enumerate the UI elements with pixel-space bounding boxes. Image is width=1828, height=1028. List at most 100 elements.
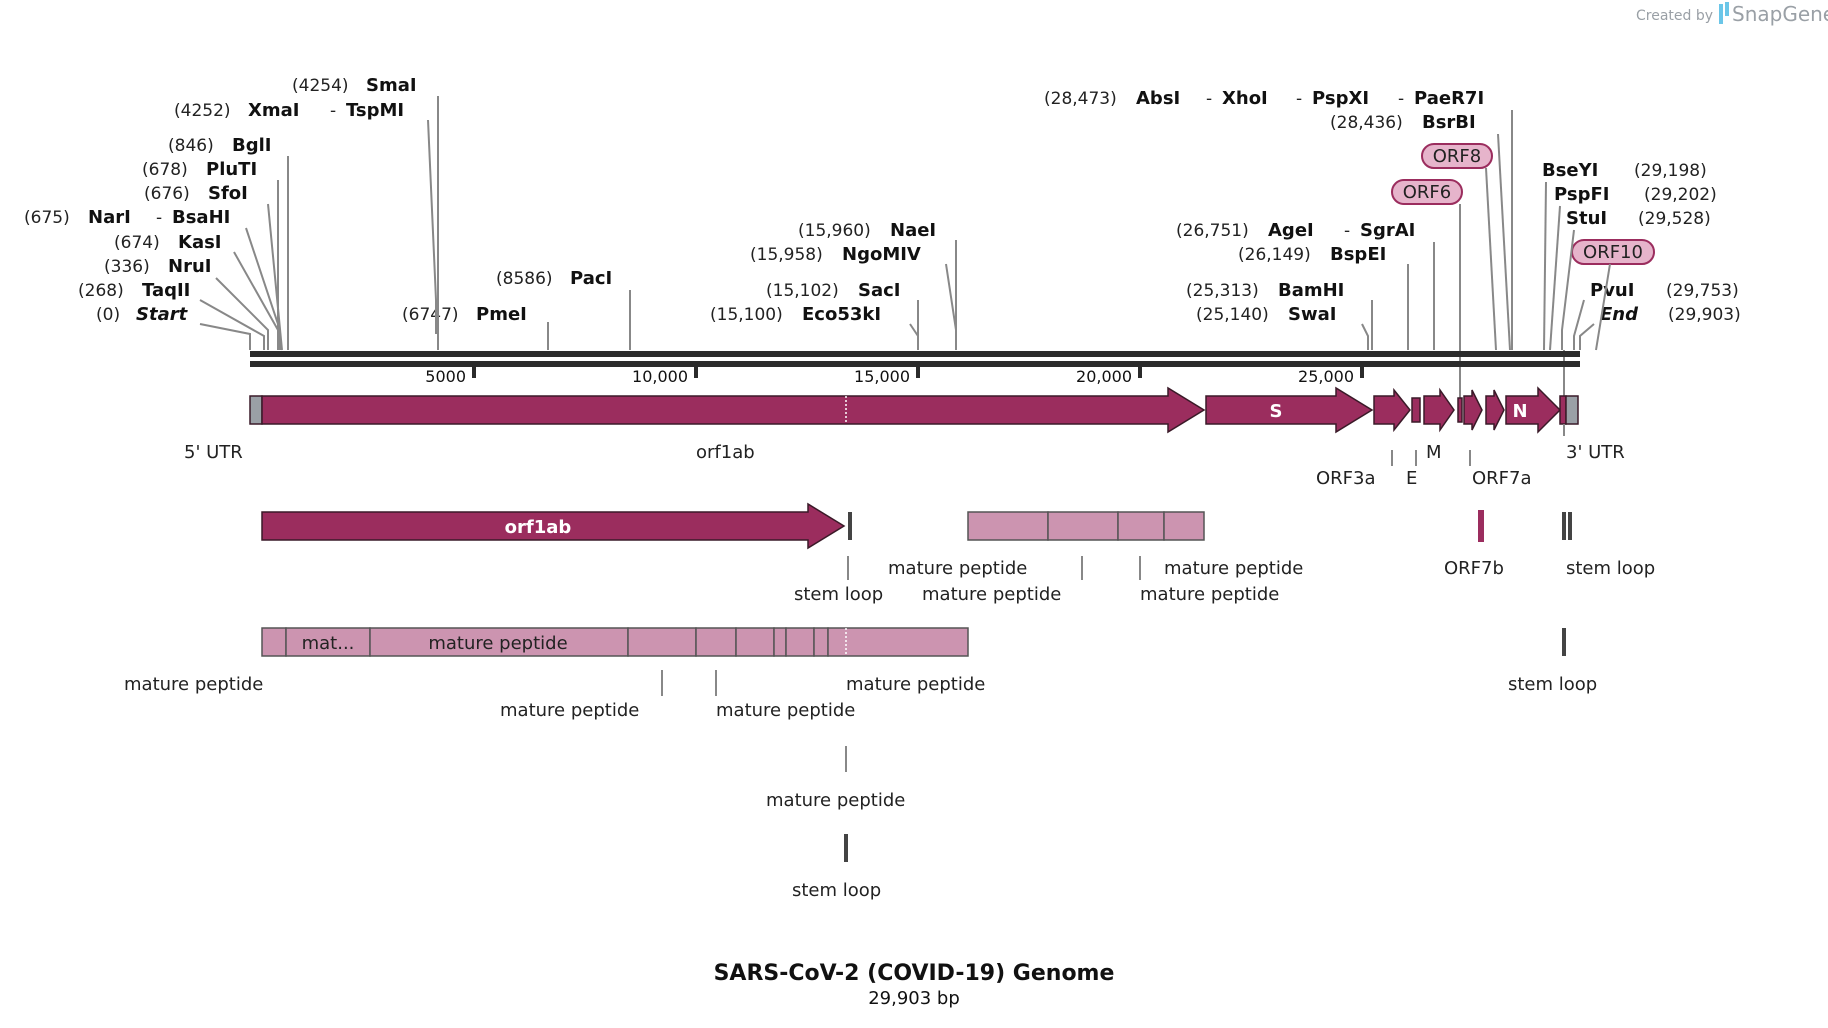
site-label-swai[interactable]: (25,140) SwaI [1196, 304, 1336, 325]
stem-loop-marker-2[interactable] [1562, 512, 1566, 540]
mature-peptide-block[interactable] [967, 511, 1049, 541]
orf10-tag[interactable]: ORF10 [1571, 239, 1655, 265]
stem-loop-marker-1[interactable] [848, 512, 852, 540]
site-label-paci[interactable]: (8586) PacI [496, 268, 612, 289]
svg-text:PaeR7I: PaeR7I [1414, 88, 1484, 109]
svg-text:AbsI: AbsI [1136, 88, 1180, 109]
mature-peptide-block[interactable] [735, 627, 775, 657]
svg-text:BglI: BglI [232, 135, 271, 156]
svg-text:TaqII: TaqII [142, 280, 190, 301]
orf1ab-inner-label: orf1ab [505, 517, 572, 538]
site-label-bgli[interactable]: (846) BglI [168, 135, 271, 156]
orf3a-arrow[interactable] [1373, 387, 1411, 433]
svg-text:ORF10: ORF10 [1583, 242, 1643, 263]
stem-loop-marker-4[interactable] [1562, 628, 1566, 656]
stem-loop-marker-5[interactable] [844, 834, 848, 862]
middle-site-connectors [909, 240, 957, 350]
svg-text:(28,436): (28,436) [1330, 113, 1403, 133]
mature-peptide-block[interactable] [627, 627, 697, 657]
site-label-bamhi[interactable]: (25,313) BamHI [1186, 280, 1344, 301]
site-label-nrui[interactable]: (336) NruI [104, 256, 211, 277]
site-label-pspfi[interactable]: PspFI (29,202) [1554, 184, 1717, 205]
site-label-ngomiv[interactable]: (15,958) NgoMIV [750, 244, 921, 265]
orf6-tag[interactable]: ORF6 [1391, 179, 1463, 205]
mature-peptide-label: mature peptide [1140, 584, 1279, 605]
site-label-bspei[interactable]: (26,149) BspEI [1238, 244, 1386, 265]
mature-peptide-block[interactable] [695, 627, 737, 657]
svg-text:-: - [1398, 89, 1404, 109]
mature-peptide-block[interactable] [1117, 511, 1165, 541]
orf7a-arrow[interactable] [1463, 389, 1483, 431]
orf7b-block[interactable] [1478, 510, 1484, 542]
site-label-pmei[interactable]: (6747) PmeI [402, 304, 527, 325]
n-gene-arrow[interactable] [1505, 386, 1562, 434]
orf8-tag[interactable]: ORF8 [1421, 143, 1493, 169]
mature-peptide-block[interactable] [1047, 511, 1119, 541]
svg-text:(15,102): (15,102) [766, 281, 839, 301]
svg-text:-: - [1206, 89, 1212, 109]
orf6-block[interactable] [1457, 397, 1463, 423]
site-label-absi[interactable]: (28,473) AbsI - XhoI - PspXI - PaeR7I [1044, 88, 1484, 109]
svg-text:TspMI: TspMI [346, 100, 404, 121]
svg-text:BamHI: BamHI [1278, 280, 1344, 301]
mature-peptide-block[interactable] [785, 627, 815, 657]
utr3-block[interactable] [1565, 395, 1579, 425]
mature-peptide-block[interactable] [369, 627, 629, 657]
map-title: SARS-CoV-2 (COVID-19) Genome [714, 961, 1115, 986]
mature-peptide-block[interactable] [773, 627, 787, 657]
site-label-bseyi[interactable]: BseYI (29,198) [1542, 160, 1707, 181]
mature-peptide-label: mature peptide [500, 700, 639, 721]
stem-loop-label: stem loop [1508, 674, 1597, 695]
m-gene-arrow[interactable] [1423, 387, 1455, 433]
svg-text:-: - [156, 208, 162, 228]
orf1ab-inner-arrow[interactable] [261, 502, 846, 550]
svg-text:BsaHI: BsaHI [172, 207, 230, 228]
stem-loop-marker-3[interactable] [1568, 512, 1572, 540]
utr5-block[interactable] [249, 395, 263, 425]
svg-text:-: - [330, 101, 336, 121]
site-label-stui[interactable]: StuI (29,528) [1566, 208, 1711, 229]
mature-peptide-block[interactable] [827, 627, 969, 657]
ruler-label-10000: 10,000 [632, 367, 688, 386]
e-gene-block[interactable] [1411, 397, 1421, 423]
svg-text:(0): (0) [96, 305, 120, 325]
svg-text:PmeI: PmeI [476, 304, 527, 325]
site-label-nari[interactable]: (675) NarI - BsaHI [24, 207, 230, 228]
ruler-ticks [472, 366, 1364, 378]
s-gene-arrow[interactable] [1205, 386, 1374, 434]
svg-text:NaeI: NaeI [890, 220, 936, 241]
site-label-sfoi[interactable]: (676) SfoI [144, 183, 248, 204]
orf8-arrow[interactable] [1485, 389, 1505, 431]
site-label-kasi[interactable]: (674) KasI [114, 232, 222, 253]
orf10-block[interactable] [1559, 395, 1567, 425]
site-label-end[interactable]: End (29,903) [1600, 304, 1741, 325]
site-label-pluti[interactable]: (678) PluTI [142, 159, 257, 180]
site-label-eco53ki[interactable]: (15,100) Eco53kI [710, 304, 881, 325]
svg-text:PacI: PacI [570, 268, 612, 289]
svg-text:(29,198): (29,198) [1634, 161, 1707, 181]
site-label-smai[interactable]: (4254) SmaI [292, 75, 417, 96]
site-label-naei[interactable]: (15,960) NaeI [798, 220, 936, 241]
site-label-start[interactable]: (0) Start [96, 304, 189, 325]
site-label-pvui[interactable]: PvuI (29,753) [1590, 280, 1739, 301]
site-label-saci[interactable]: (15,102) SacI [766, 280, 900, 301]
svg-text:(268): (268) [78, 281, 124, 301]
utr5-label: 5' UTR [184, 442, 243, 463]
site-label-xmai[interactable]: (4252) XmaI - TspMI [174, 100, 404, 121]
svg-text:KasI: KasI [178, 232, 222, 253]
orf1ab-arrow[interactable] [261, 386, 1206, 434]
svg-text:(29,528): (29,528) [1638, 209, 1711, 229]
svg-text:SfoI: SfoI [208, 183, 248, 204]
m-label: M [1426, 442, 1442, 463]
mature-peptide-block[interactable] [1163, 511, 1205, 541]
mature-peptide-block[interactable] [285, 627, 371, 657]
site-label-taqii[interactable]: (268) TaqII [78, 280, 190, 301]
svg-text:BsrBI: BsrBI [1422, 112, 1476, 133]
svg-text:XhoI: XhoI [1222, 88, 1268, 109]
svg-text:PluTI: PluTI [206, 159, 257, 180]
site-label-agei[interactable]: (26,751) AgeI - SgrAI [1176, 220, 1415, 241]
mature-peptide-block[interactable] [813, 627, 829, 657]
site-label-bsrbi[interactable]: (28,436) BsrBI [1330, 112, 1476, 133]
svg-text:SmaI: SmaI [366, 75, 417, 96]
mature-peptide-block[interactable] [261, 627, 287, 657]
